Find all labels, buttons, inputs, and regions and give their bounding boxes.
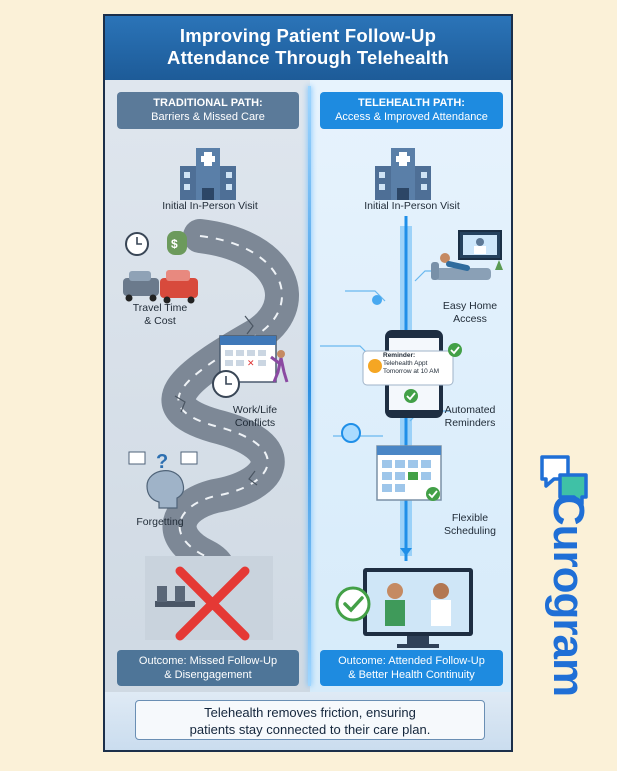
brand-wordmark: Curogram (544, 493, 593, 697)
label-work-line-1: Work/Life (232, 404, 278, 416)
work-life-calendar-illustration: ✕ (212, 335, 289, 398)
label-automated-reminders: Automated Reminders (425, 404, 511, 430)
traditional-title-text: TRADITIONAL PATH: (153, 97, 263, 109)
label-initial-visit-right: Initial In-Person Visit (364, 200, 460, 212)
svg-text:$: $ (171, 237, 178, 251)
svg-text:✕: ✕ (247, 358, 255, 368)
forgetting-head-illustration: ? (128, 451, 198, 509)
label-auto-line-1: Automated (444, 404, 496, 416)
footer-line-1: Telehealth removes friction, ensuring (204, 705, 416, 720)
title-line-2: Attendance Through Telehealth (167, 47, 449, 68)
label-work-line-2: Conflicts (234, 417, 276, 429)
label-auto-line-2: Reminders (444, 417, 496, 429)
traditional-outcome: Outcome: Missed Follow-Up & Disengagemen… (117, 650, 299, 686)
travel-cost-illustration: $ (123, 231, 198, 304)
label-travel-time: Travel Time & Cost (115, 302, 205, 328)
reminder-title: Reminder: (383, 352, 416, 359)
traditional-path-title: TRADITIONAL PATH: Barriers & Missed Care (117, 92, 299, 129)
label-work-life: Work/Life Conflicts (215, 404, 295, 430)
traditional-outcome-line-2: & Disengagement (164, 669, 252, 681)
column-divider (308, 86, 311, 686)
telehealth-title-text: TELEHEALTH PATH: (358, 97, 465, 109)
label-flex-line-1: Flexible (451, 512, 489, 524)
label-flexible-scheduling: Flexible Scheduling (425, 512, 511, 538)
telehealth-outcome: Outcome: Attended Follow-Up & Better Hea… (320, 650, 503, 686)
traditional-subtitle-text: Barriers & Missed Care (151, 111, 265, 123)
hospital-icon-right (375, 148, 431, 200)
reminder-notification: Reminder: Telehealth Appt Tomorrow at 10… (383, 352, 443, 376)
hospital-icon-left (180, 148, 236, 200)
telehealth-outcome-line-2: & Better Health Continuity (348, 669, 475, 681)
reminder-line-1: Telehealth Appt (383, 360, 428, 367)
label-travel-line-1: Travel Time (132, 302, 188, 314)
traditional-outcome-line-1: Outcome: Missed Follow-Up (138, 655, 278, 667)
illustrations: $ ✕ ? (123, 148, 503, 648)
label-home-line-2: Access (453, 313, 487, 325)
home-access-illustration (431, 230, 503, 280)
title-line-1: Improving Patient Follow-Up (179, 25, 437, 46)
flexible-calendar-illustration (376, 445, 442, 501)
telehealth-subtitle-text: Access & Improved Attendance (335, 111, 488, 123)
label-initial-visit-left: Initial In-Person Visit (162, 200, 258, 212)
label-home-access: Easy Home Access (425, 300, 511, 326)
label-flex-line-2: Scheduling (444, 525, 496, 537)
telehealth-path-title: TELEHEALTH PATH: Access & Improved Atten… (320, 92, 503, 129)
infographic-poster: Improving Patient Follow-Up Attendance T… (103, 14, 513, 752)
reminder-line-2: Tomorrow at 10 AM (383, 368, 439, 375)
header: Improving Patient Follow-Up Attendance T… (105, 16, 511, 80)
missed-appointment-illustration (145, 556, 273, 641)
footer-line-2: patients stay connected to their care pl… (189, 722, 431, 737)
label-travel-line-2: & Cost (144, 315, 176, 327)
footer-message: Telehealth removes friction, ensuring pa… (135, 700, 485, 740)
svg-text:?: ? (156, 451, 168, 473)
video-visit-illustration (335, 568, 473, 648)
label-home-line-1: Easy Home (442, 300, 498, 312)
telehealth-outcome-line-1: Outcome: Attended Follow-Up (338, 655, 485, 667)
reminder-phone-illustration (362, 330, 462, 418)
label-forgetting: Forgetting (136, 516, 184, 528)
curogram-logo-icon (540, 455, 588, 506)
